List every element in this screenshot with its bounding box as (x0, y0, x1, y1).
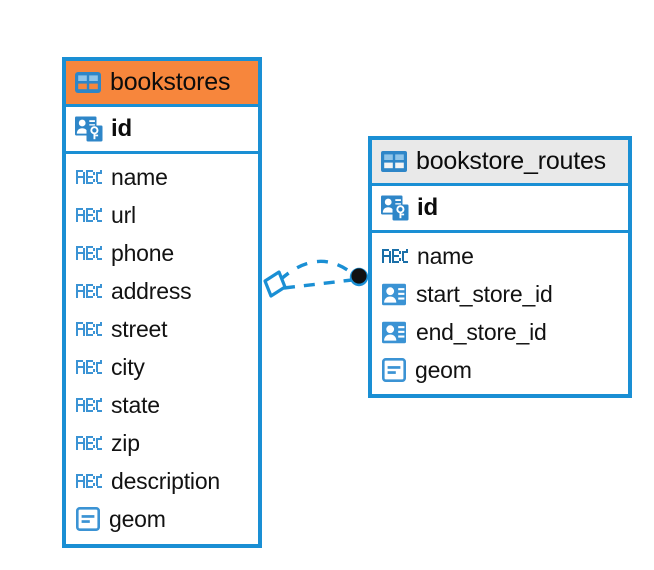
field-label: geom (109, 505, 166, 532)
geometry-type-icon (381, 357, 406, 382)
field-row-name[interactable]: name (66, 158, 258, 196)
entity-header-bookstores[interactable]: bookstores (66, 61, 258, 107)
field-list-bookstores: name (66, 154, 258, 543)
entity-bookstore-routes[interactable]: bookstore_routes id (368, 136, 632, 398)
field-label: description (111, 467, 221, 494)
primary-key-icon (381, 195, 409, 221)
field-label: start_store_id (416, 280, 553, 307)
relationship-target-circle-icon (349, 267, 369, 287)
field-row-url[interactable]: url (66, 196, 258, 234)
field-label: id (417, 194, 438, 221)
field-row-end-store-id[interactable]: end_store_id (372, 313, 628, 351)
field-row-name[interactable]: name (372, 237, 628, 275)
field-label: street (111, 315, 168, 342)
field-label: name (417, 242, 474, 269)
field-label: address (111, 277, 192, 304)
field-row-state[interactable]: state (66, 386, 258, 424)
foreign-key-icon (382, 321, 407, 344)
text-type-icon (76, 474, 102, 488)
field-row-zip[interactable]: zip (66, 424, 258, 462)
text-type-icon (76, 246, 102, 260)
field-label: name (111, 163, 168, 190)
text-type-icon (382, 249, 408, 263)
field-label: url (111, 201, 136, 228)
text-type-icon (76, 436, 102, 450)
field-list-bookstore-routes: name start_store_id (372, 233, 628, 394)
field-row-phone[interactable]: phone (66, 234, 258, 272)
text-type-icon (76, 170, 102, 184)
table-icon (381, 151, 407, 172)
field-label: end_store_id (416, 318, 547, 345)
primary-key-icon (75, 116, 103, 142)
entity-title: bookstores (110, 68, 231, 96)
field-row-start-store-id[interactable]: start_store_id (372, 275, 628, 313)
entity-title: bookstore_routes (416, 147, 606, 175)
text-type-icon (76, 208, 102, 222)
field-row-geom[interactable]: geom (372, 351, 628, 389)
field-row-description[interactable]: description (66, 462, 258, 500)
foreign-key-icon (382, 283, 407, 306)
text-type-icon (76, 398, 102, 412)
field-row-address[interactable]: address (66, 272, 258, 310)
field-row-primary-key[interactable]: id (66, 107, 258, 154)
text-type-icon (76, 360, 102, 374)
entity-bookstores[interactable]: bookstores id (62, 57, 262, 548)
geometry-type-icon (75, 506, 100, 531)
relationship-source-diamond-icon (263, 270, 287, 298)
field-label: state (111, 391, 160, 418)
relationship-line-straight (283, 278, 353, 290)
field-label: zip (111, 429, 140, 456)
text-type-icon (76, 284, 102, 298)
field-label: phone (111, 239, 174, 266)
text-type-icon (76, 322, 102, 336)
table-icon (75, 72, 101, 93)
field-row-geom[interactable]: geom (66, 500, 258, 538)
relationship-line-arc (278, 259, 355, 282)
field-label: id (111, 115, 132, 142)
field-row-primary-key[interactable]: id (372, 186, 628, 233)
field-row-street[interactable]: street (66, 310, 258, 348)
field-label: city (111, 353, 145, 380)
field-label: geom (415, 356, 472, 383)
entity-header-bookstore-routes[interactable]: bookstore_routes (372, 140, 628, 186)
field-row-city[interactable]: city (66, 348, 258, 386)
